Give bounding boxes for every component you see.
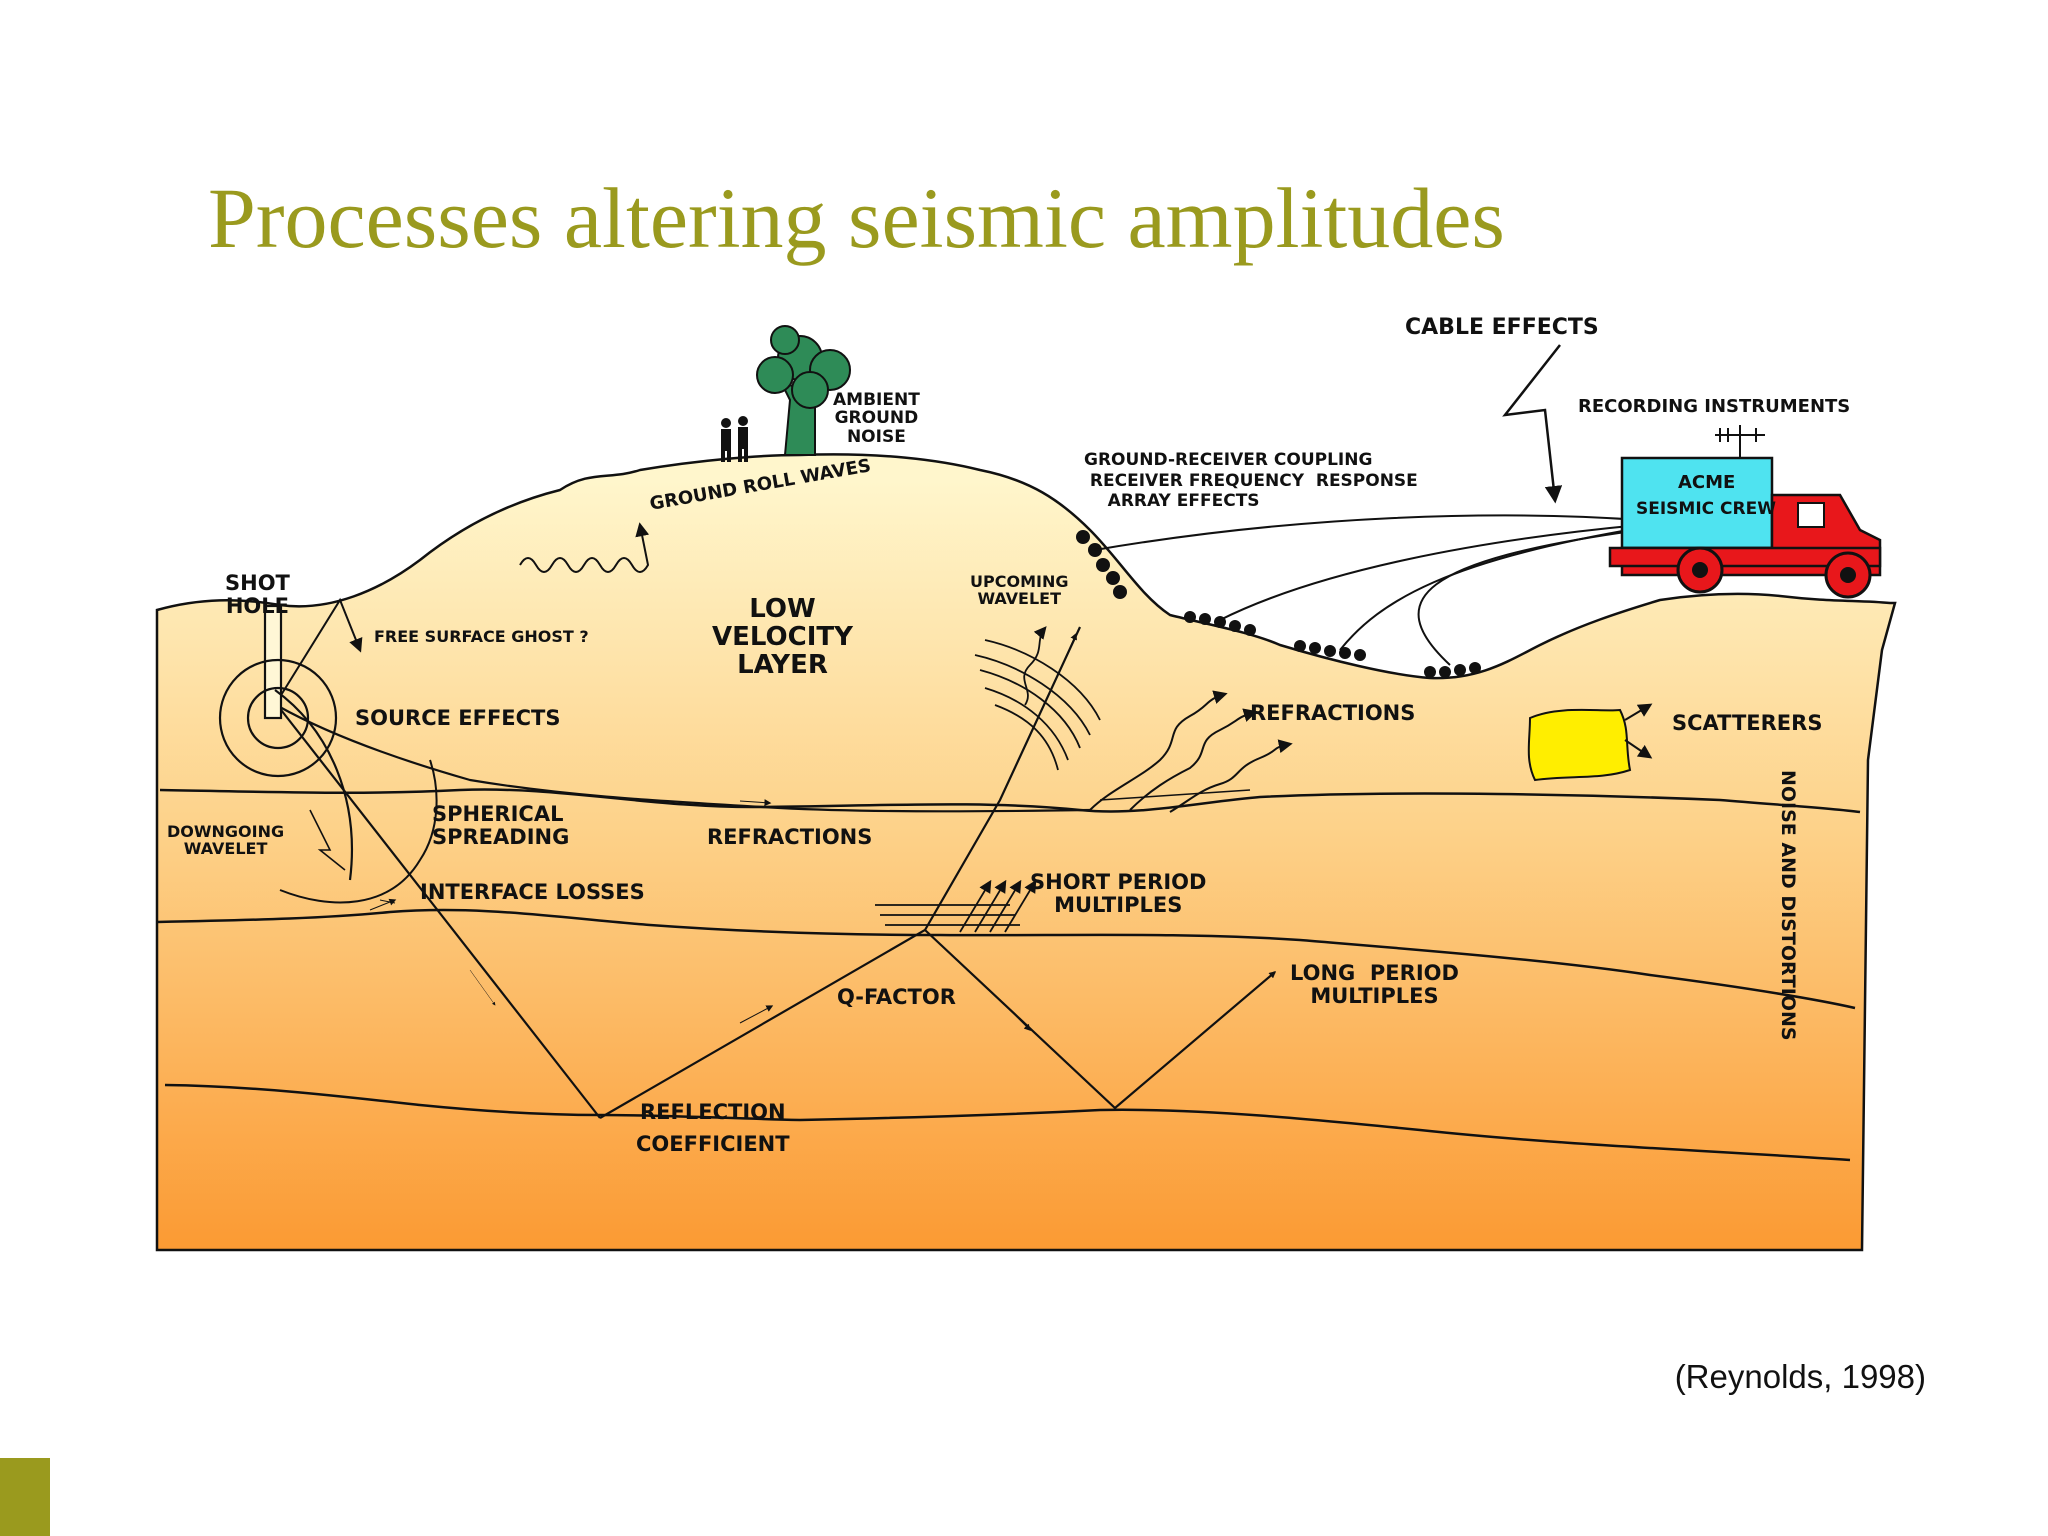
long-period-multiple-ray — [924, 929, 1276, 1110]
spherical-spreading-arc — [279, 759, 438, 904]
label-ambient-ground-noise: AMBIENT GROUND NOISE — [833, 390, 920, 447]
label-short-period-multiples: SHORT PERIOD MULTIPLES — [1030, 870, 1207, 917]
slide-title: Processes altering seismic amplitudes — [208, 170, 1505, 266]
interface-1 — [159, 788, 1861, 814]
label-interface-losses: INTERFACE LOSSES — [420, 880, 645, 904]
label-scatterers: SCATTERERS — [1672, 711, 1823, 735]
reflection-ray-down — [277, 705, 601, 1119]
tree — [756, 325, 851, 456]
truck-label-2: SEISMIC CREW — [1636, 499, 1776, 519]
geophones — [1076, 530, 1481, 678]
label-reflection-coefficient: REFLECTION COEFFICIENT — [636, 1100, 790, 1156]
people — [721, 416, 748, 462]
upcoming-wavelet-fronts — [974, 626, 1101, 771]
ground-profile — [155, 453, 1897, 1252]
label-source-effects: SOURCE EFFECTS — [355, 706, 561, 730]
label-cable-effects: CABLE EFFECTS — [1405, 315, 1599, 340]
cable-effects-bolt — [1502, 344, 1563, 504]
label-long-period-multiples: LONG PERIOD MULTIPLES — [1290, 961, 1459, 1008]
label-upcoming-wavelet: UPCOMING WAVELET — [970, 572, 1069, 609]
interface-2 — [156, 908, 1856, 1010]
cables — [1094, 514, 1641, 666]
label-shot-hole: SHOT HOLE — [225, 571, 290, 618]
refraction-ray — [277, 705, 1091, 813]
citation: (Reynolds, 1998) — [1674, 1358, 1926, 1395]
label-q-factor: Q-FACTOR — [837, 985, 956, 1009]
downgoing-wavelet — [309, 809, 346, 871]
slide-corner-accent — [0, 1458, 50, 1536]
truck-label-1: ACME — [1678, 472, 1736, 493]
label-low-velocity-layer: LOW VELOCITY LAYER — [712, 594, 853, 681]
label-downgoing-wavelet: DOWNGOING WAVELET — [167, 822, 285, 859]
label-noise-and-distortions: NOISE AND DISTORTIONS — [1777, 770, 1799, 1041]
label-ground-receiver: GROUND-RECEIVER COUPLING RECEIVER FREQUE… — [1084, 450, 1418, 512]
label-recording-instruments: RECORDING INSTRUMENTS — [1578, 396, 1851, 417]
label-free-surface-ghost: FREE SURFACE GHOST ? — [374, 627, 589, 646]
shot-hole — [218, 604, 354, 881]
ground-roll-wave — [519, 522, 650, 573]
interface-3 — [164, 1083, 1851, 1162]
short-period-multiples — [875, 879, 1037, 933]
seismic-truck — [1608, 425, 1882, 599]
reflection-ray-up — [599, 626, 1081, 1119]
label-refractions-upper: REFRACTIONS — [1250, 701, 1416, 725]
scatterer — [1527, 708, 1632, 782]
label-spherical-spreading: SPHERICAL SPREADING — [432, 802, 570, 849]
label-refractions-lower: REFRACTIONS — [707, 825, 873, 849]
